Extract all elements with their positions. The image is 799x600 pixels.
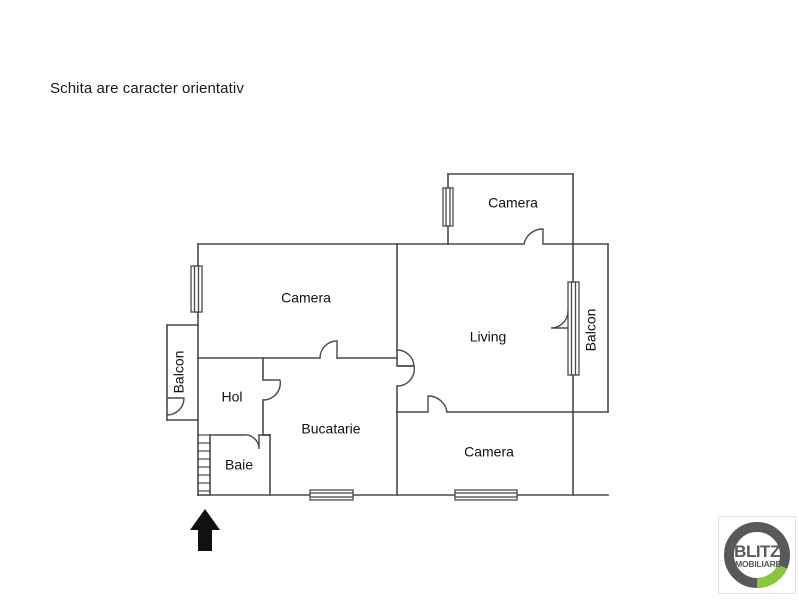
window-bucatarie-inner: [309, 492, 354, 498]
window-left-camera-inner: [193, 265, 200, 313]
door-bottom-camera: [427, 395, 448, 413]
door-balcon-right: [550, 310, 569, 329]
room-label-baie: Baie: [225, 457, 253, 473]
logo-accent-arc: [756, 564, 788, 588]
door-living-upper: [396, 365, 415, 387]
room-labels-group: Camera Camera Living Camera Hol Bucatari…: [171, 195, 599, 473]
stairs-hatch: [198, 434, 210, 496]
doors-group: [166, 228, 569, 450]
logo-brand-text: BLITZ: [734, 542, 780, 561]
window-top-camera-inner: [445, 187, 451, 227]
door-living-upper-b: [396, 349, 415, 367]
room-label-living: Living: [470, 329, 507, 345]
logo-tagline-text: IMOBILIARE: [733, 559, 782, 569]
room-label-bucatarie: Bucatarie: [301, 421, 360, 437]
brand-logo-svg: BLITZ IMOBILIARE: [724, 522, 790, 588]
room-label-balcon-left: Balcon: [171, 351, 187, 394]
room-label-camera-left: Camera: [281, 290, 331, 306]
brand-logo: BLITZ IMOBILIARE: [718, 516, 796, 594]
window-bottom-camera-inner: [454, 492, 518, 498]
door-top-camera: [523, 228, 544, 245]
room-label-hol: Hol: [221, 389, 242, 405]
room-label-camera-bottom: Camera: [464, 444, 514, 460]
door-hol-bucatarie: [262, 379, 281, 401]
room-label-balcon-right: Balcon: [583, 309, 599, 352]
page-title: Schita are caracter orientativ: [50, 80, 244, 97]
windows-group: [190, 187, 580, 501]
room-label-camera-top: Camera: [488, 195, 538, 211]
door-balcon-left: [166, 397, 185, 416]
walls-group: [166, 173, 609, 496]
door-baie: [242, 434, 260, 450]
north-arrow-icon: [190, 509, 220, 551]
door-camera-left: [319, 340, 338, 359]
window-balcon-right-inner: [570, 281, 577, 376]
